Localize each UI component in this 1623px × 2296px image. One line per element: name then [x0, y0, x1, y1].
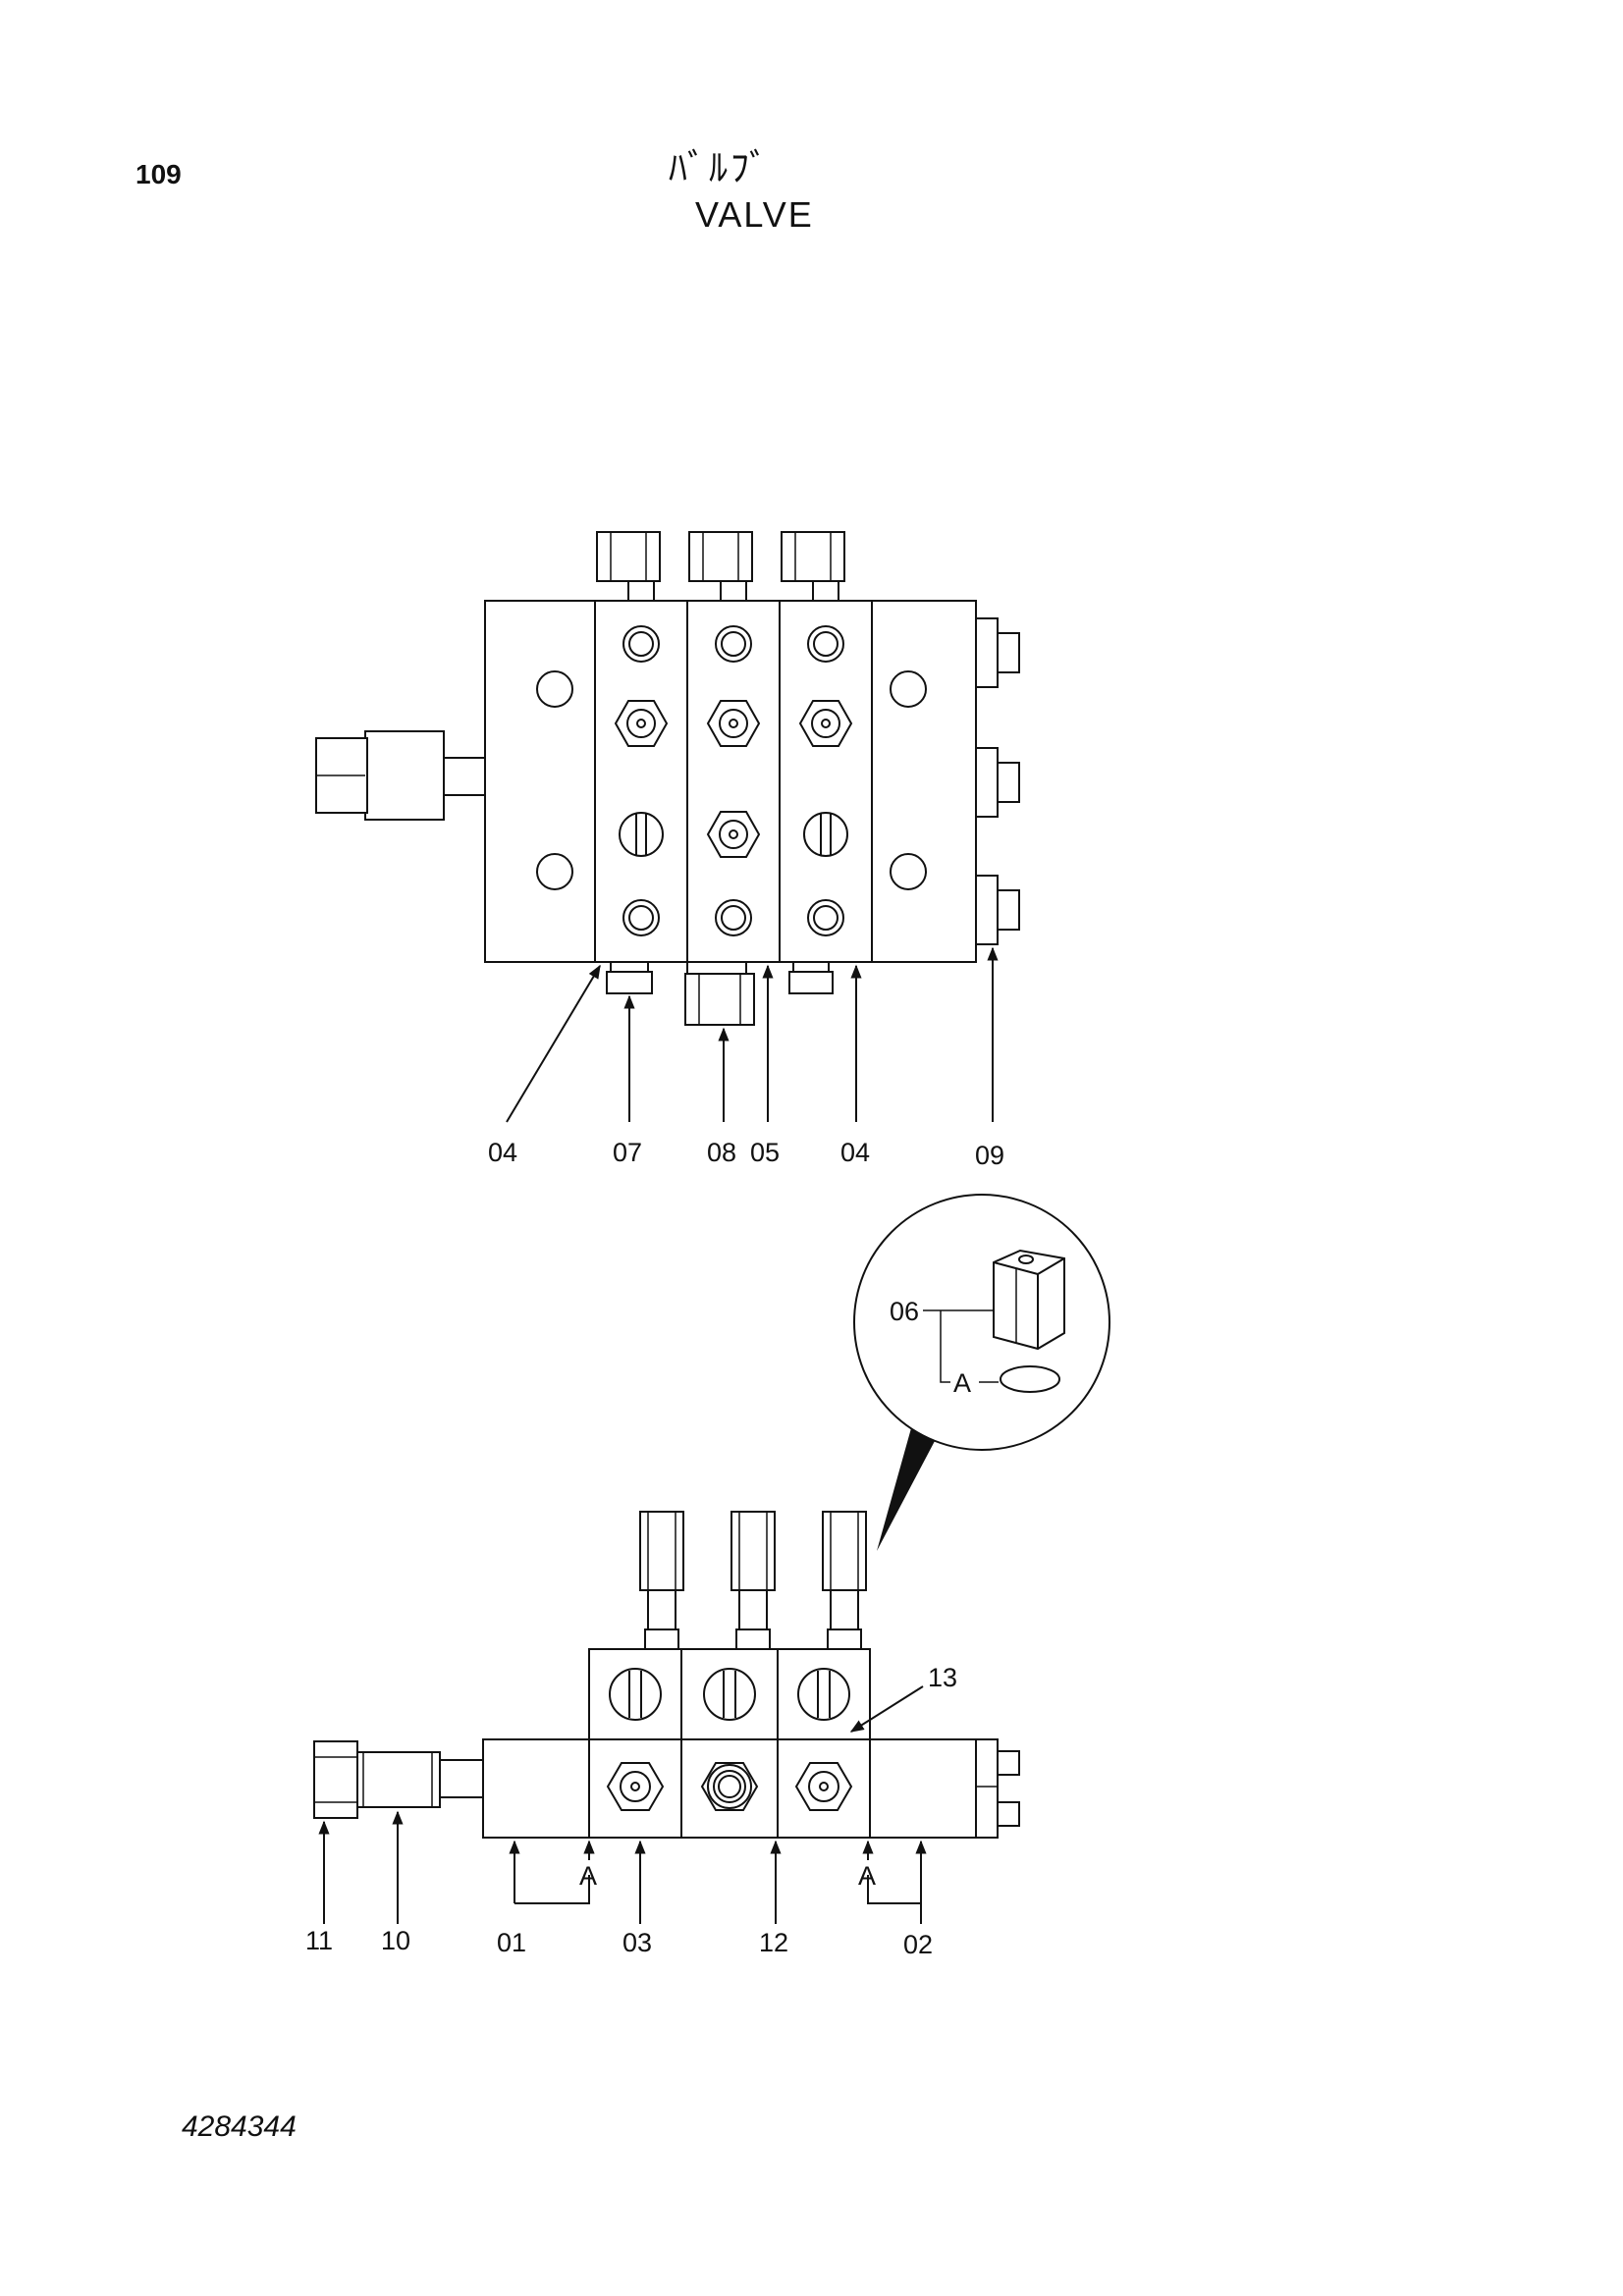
callout-04-right: 04 — [840, 1138, 870, 1167]
callout-02: 02 — [903, 1930, 933, 1959]
callout-a-detail: A — [953, 1368, 971, 1398]
callout-13: 13 — [928, 1663, 957, 1692]
title-english: VALVE — [695, 194, 814, 235]
page-number: 109 — [135, 159, 182, 189]
callout-08: 08 — [707, 1138, 736, 1167]
callout-06: 06 — [890, 1297, 919, 1326]
top-view-leaders — [506, 946, 999, 1123]
callout-03: 03 — [622, 1928, 652, 1957]
callout-a-left: A — [579, 1861, 597, 1891]
bottom-fittings-top — [606, 961, 834, 1026]
callout-01: 01 — [497, 1928, 526, 1957]
callout-04-left: 04 — [488, 1138, 517, 1167]
top-outlet-fittings — [596, 531, 845, 602]
callout-11: 11 — [305, 1926, 333, 1955]
section-features-top — [614, 625, 853, 936]
front-view-leaders — [318, 1685, 927, 1924]
callout-09: 09 — [975, 1141, 1004, 1170]
callout-05: 05 — [750, 1138, 780, 1167]
title-japanese: ﾊﾞﾙﾌﾞ — [669, 146, 772, 189]
callout-12: 12 — [759, 1928, 788, 1957]
detail-view-06 — [853, 1194, 1110, 1551]
drawing-number: 4284344 — [182, 2110, 297, 2143]
top-view — [315, 531, 1020, 1123]
callout-07: 07 — [613, 1138, 642, 1167]
nipple-10-shape — [437, 1759, 484, 1798]
callout-a-right: A — [858, 1861, 876, 1891]
front-outlet-fittings — [639, 1511, 867, 1650]
front-view — [313, 1511, 1020, 1924]
right-side-fittings-top — [975, 617, 1020, 945]
callout-10: 10 — [381, 1926, 410, 1955]
inlet-fitting-top — [315, 730, 486, 821]
detail-pointer — [877, 1428, 935, 1551]
